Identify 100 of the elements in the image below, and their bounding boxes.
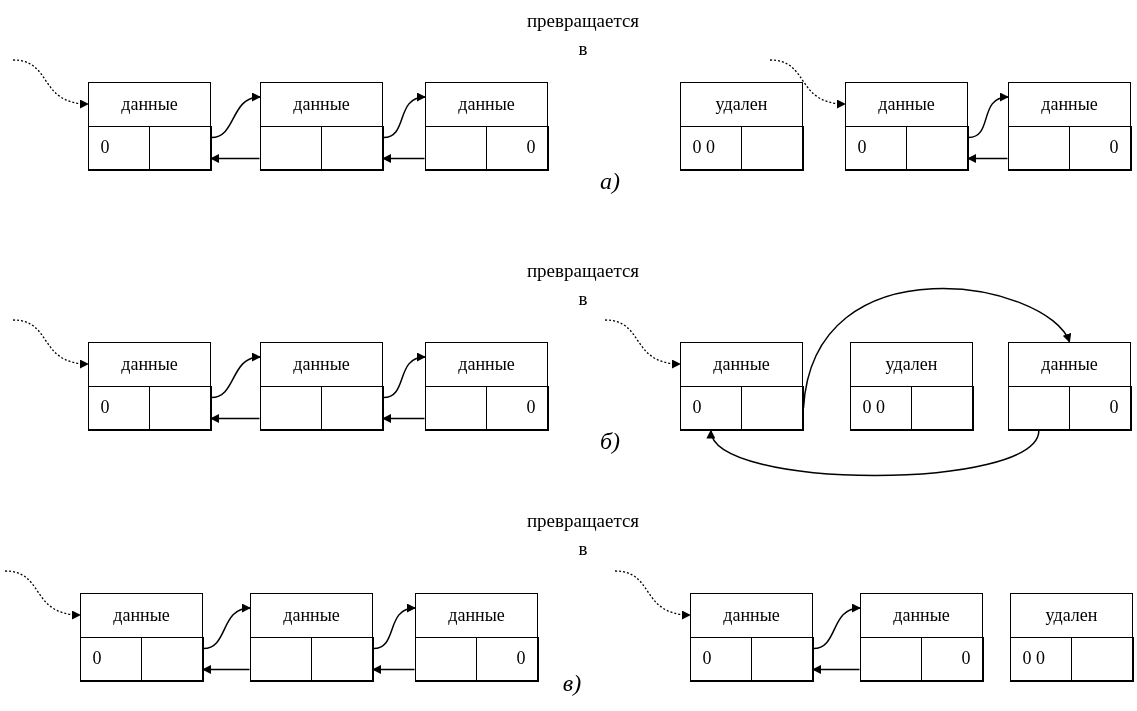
pointer-cell xyxy=(148,125,212,171)
arrow xyxy=(372,604,416,650)
list-node-box xyxy=(425,342,548,430)
pointer-cell xyxy=(485,385,549,431)
pointer-cell xyxy=(740,125,804,171)
transform-note: в xyxy=(578,538,588,560)
panel-caption: в) xyxy=(562,670,582,697)
arrow xyxy=(210,353,261,399)
pointer-value: 0 xyxy=(92,649,102,669)
pointer-cell xyxy=(1068,125,1132,171)
arrow xyxy=(967,154,1009,163)
list-node-box xyxy=(680,342,803,430)
pointer-cell xyxy=(920,636,984,682)
pointer-cell xyxy=(310,636,374,682)
arrow xyxy=(202,665,251,674)
arrow xyxy=(812,604,861,650)
arrow xyxy=(382,414,426,423)
arrow xyxy=(812,665,861,674)
list-node-box xyxy=(1010,593,1133,681)
pointer-value: 0 xyxy=(526,398,536,418)
node-data-text: данные xyxy=(458,354,515,375)
list-node-box xyxy=(690,593,813,681)
pointer-cell xyxy=(1070,636,1134,682)
panel-caption: б) xyxy=(599,428,621,455)
pointer-value: 0 xyxy=(961,649,971,669)
pointer-cell xyxy=(320,125,384,171)
node-data-text: удален xyxy=(1045,605,1098,626)
dotted-arrow xyxy=(12,59,89,108)
pointer-value: 0 0 xyxy=(692,138,715,158)
pointer-value: 0 xyxy=(857,138,867,158)
node-data-text: данные xyxy=(113,605,170,626)
pointer-value: 0 0 xyxy=(862,398,885,418)
transform-note: превращается xyxy=(526,260,640,282)
pointer-cell xyxy=(750,636,814,682)
arrow xyxy=(210,93,261,139)
node-data-text: данные xyxy=(713,354,770,375)
pointer-cell xyxy=(148,385,212,431)
node-data-text: данные xyxy=(458,94,515,115)
list-node-box xyxy=(88,342,211,430)
node-data-text: данные xyxy=(893,605,950,626)
node-data-text: удален xyxy=(715,94,768,115)
list-node-box xyxy=(680,82,803,170)
list-node-box xyxy=(860,593,983,681)
node-data-text: данные xyxy=(1041,94,1098,115)
pointer-value: 0 xyxy=(1109,138,1119,158)
arrow xyxy=(382,93,426,139)
transform-note: в xyxy=(578,38,588,60)
pointer-cell xyxy=(740,385,804,431)
node-data-text: данные xyxy=(448,605,505,626)
list-node-box xyxy=(845,82,968,170)
dotted-arrow xyxy=(769,59,846,108)
pointer-cell xyxy=(905,125,969,171)
list-node-box xyxy=(260,342,383,430)
list-node-box xyxy=(250,593,373,681)
pointer-value: 0 xyxy=(526,138,536,158)
pointer-cell xyxy=(475,636,539,682)
transform-note: превращается xyxy=(526,10,640,32)
node-data-text: данные xyxy=(121,94,178,115)
list-node-box xyxy=(88,82,211,170)
panel-caption: а) xyxy=(600,168,620,195)
list-node-box xyxy=(415,593,538,681)
pointer-value: 0 xyxy=(702,649,712,669)
pointer-cell xyxy=(320,385,384,431)
list-node-box xyxy=(80,593,203,681)
list-node-box xyxy=(1008,342,1131,430)
pointer-value: 0 xyxy=(516,649,526,669)
node-data-text: данные xyxy=(723,605,780,626)
pointer-cell xyxy=(140,636,204,682)
arrow xyxy=(202,604,251,650)
pointer-value: 0 xyxy=(100,398,110,418)
pointer-value: 0 xyxy=(100,138,110,158)
list-node-box xyxy=(1008,82,1131,170)
list-node-box xyxy=(850,342,973,430)
dotted-arrow xyxy=(4,570,81,619)
dotted-arrow xyxy=(614,570,691,619)
dotted-arrow xyxy=(12,319,89,368)
transform-note: превращается xyxy=(526,510,640,532)
node-data-text: данные xyxy=(121,354,178,375)
dotted-arrow xyxy=(604,319,681,368)
node-data-text: данные xyxy=(878,94,935,115)
pointer-cell xyxy=(1068,385,1132,431)
node-data-text: данные xyxy=(1041,354,1098,375)
arrow xyxy=(382,353,426,399)
list-node-box xyxy=(425,82,548,170)
pointer-cell xyxy=(910,385,974,431)
pointer-value: 0 xyxy=(1109,398,1119,418)
arrow xyxy=(372,665,416,674)
pointer-value: 0 xyxy=(692,398,702,418)
pointer-value: 0 0 xyxy=(1022,649,1045,669)
transform-note: в xyxy=(578,288,588,310)
arrow xyxy=(210,154,261,163)
node-data-text: данные xyxy=(283,605,340,626)
node-data-text: данные xyxy=(293,94,350,115)
arrow xyxy=(382,154,426,163)
arrow xyxy=(967,93,1009,139)
pointer-cell xyxy=(485,125,549,171)
list-node-box xyxy=(260,82,383,170)
node-data-text: данные xyxy=(293,354,350,375)
node-data-text: удален xyxy=(885,354,938,375)
arrow xyxy=(210,414,261,423)
